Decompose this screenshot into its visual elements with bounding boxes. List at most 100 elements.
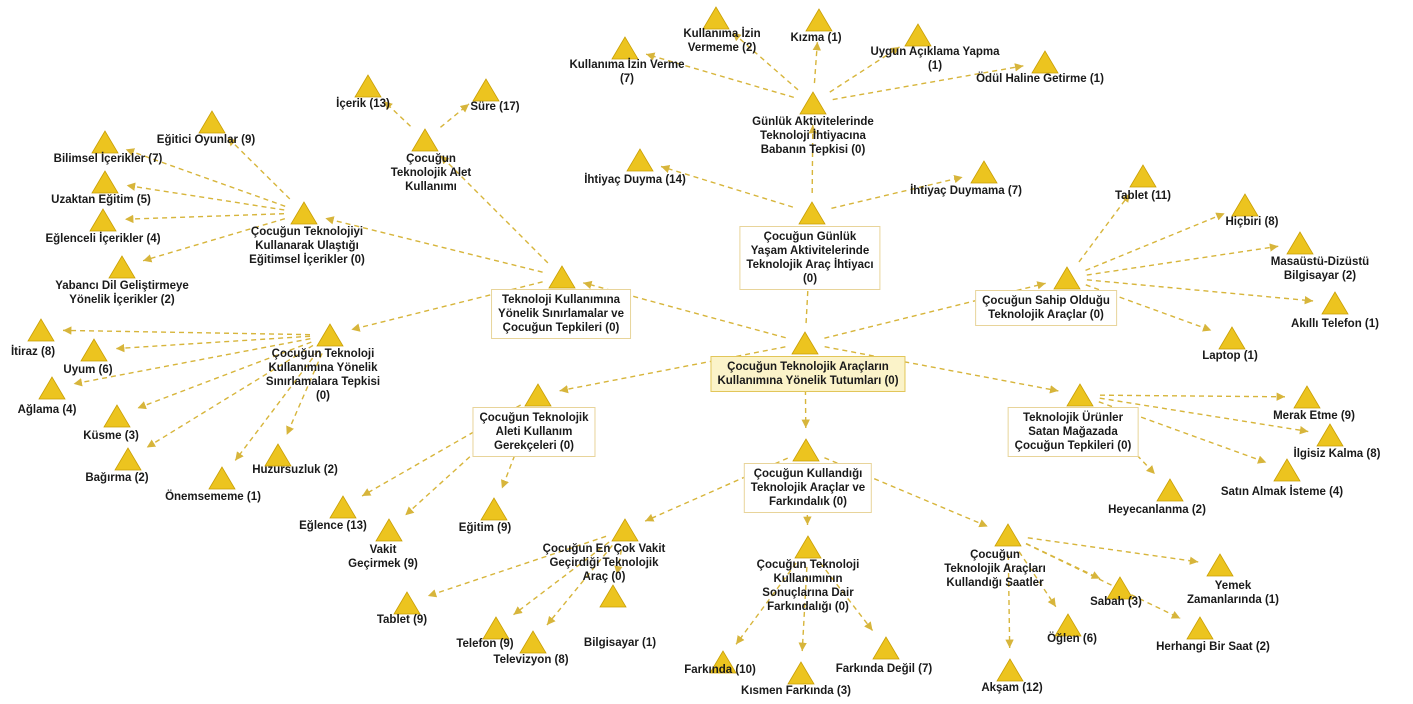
node-label-izin_verme: Kullanıma İzin Verme (7) <box>569 59 685 85</box>
node-triangle-icon <box>103 404 131 428</box>
node-triangle-icon <box>1273 458 1301 482</box>
node-triangle-icon <box>1106 576 1134 600</box>
edge-encok-to-televizyon <box>546 545 613 626</box>
node-label-kismen: Kısmen Farkında (3) <box>741 685 851 697</box>
node-triangle-icon <box>264 443 292 467</box>
node-triangle-icon <box>1286 231 1314 255</box>
node-label-aglama: Ağlama (4) <box>17 404 77 416</box>
node-label-ihtiyac_duyma: İhtiyaç Duyma (14) <box>584 174 686 186</box>
node-triangle-icon <box>599 584 627 608</box>
node-triangle-icon <box>114 447 142 471</box>
node-triangle-icon <box>108 255 136 279</box>
node-triangle-icon <box>548 265 576 289</box>
edge-magaza-to-ilgisiz <box>1099 397 1309 435</box>
node-triangle-icon <box>626 148 654 172</box>
node-triangle-icon <box>198 110 226 134</box>
edge-sahip-to-masaustu <box>1086 243 1279 276</box>
node-label-saatler: Çocuğun Teknolojik Araçları Kullandığı S… <box>944 549 1046 589</box>
node-label-farkinda: Farkında (10) <box>684 664 756 676</box>
node-triangle-icon <box>316 323 344 347</box>
node-label-gunluk: Çocuğun Günlük Yaşam Aktivitelerinde Tek… <box>739 226 881 290</box>
node-triangle-icon <box>472 78 500 102</box>
node-triangle-icon <box>1031 50 1059 74</box>
edge-sinirlama_tepki-to-uyum <box>115 335 311 353</box>
node-triangle-icon <box>794 535 822 559</box>
node-label-yabanci: Yabancı Dil Geliştirmeye Yönelik İçerikl… <box>55 280 189 306</box>
node-label-bilgisayar: Bilgisayar (1) <box>583 637 657 649</box>
edge-sinirlama-to-sinirlama_tepki <box>351 281 543 332</box>
node-triangle-icon <box>791 331 819 355</box>
edge-sinirlama_tepki-to-itiraz <box>62 326 311 336</box>
node-label-heyecan: Heyecanlanma (2) <box>1108 504 1206 516</box>
node-label-encok: Çocuğun En Çok Vakit Geçirdiği Teknoloji… <box>542 543 666 583</box>
edge-sinirlama_tepki-to-bagirma <box>146 344 314 449</box>
edge-sahip-to-tablet11 <box>1078 193 1131 263</box>
node-label-sahip: Çocuğun Sahip Olduğu Teknolojik Araçlar … <box>975 290 1117 326</box>
node-label-laptop: Laptop (1) <box>1202 350 1258 362</box>
node-triangle-icon <box>393 591 421 615</box>
node-label-izin_vermeme: Kullanıma İzin Vermeme (2) <box>683 28 761 54</box>
node-triangle-icon <box>91 170 119 194</box>
node-triangle-icon <box>411 128 439 152</box>
node-triangle-icon <box>1231 193 1259 217</box>
node-label-egitimsel: Çocuğun Teknolojiyi Kullanarak Ulaştığı … <box>249 226 365 266</box>
node-triangle-icon <box>91 130 119 154</box>
edge-gunluk-to-ihtiyac_duyma <box>660 164 794 208</box>
edge-alet-to-sure <box>440 103 470 128</box>
node-label-odul: Ödül Haline Getirme (1) <box>976 73 1104 85</box>
edge-encok-to-telefon <box>513 541 610 616</box>
edge-saatler-to-herhangi <box>1025 543 1181 620</box>
node-label-yemek: Yemek Zamanlarında (1) <box>1186 580 1280 606</box>
node-label-egitici: Eğitici Oyunlar (9) <box>156 134 256 146</box>
edge-root-to-magaza <box>824 346 1059 394</box>
node-label-tablet11: Tablet (11) <box>1114 190 1172 202</box>
node-label-eglence: Eğlence (13) <box>299 520 367 532</box>
edge-gunluk-to-ihtiyac_duymama <box>831 174 963 210</box>
node-label-uygun: Uygun Açıklama Yapma (1) <box>870 46 1000 72</box>
node-label-itiraz: İtiraz (8) <box>10 346 56 358</box>
node-label-icerik: İçerik (13) <box>336 98 390 110</box>
edge-encok-to-tablet9 <box>427 535 607 598</box>
node-label-huzursuzluk: Huzursuzluk (2) <box>252 464 338 476</box>
node-triangle-icon <box>970 160 998 184</box>
node-label-farkindalik: Çocuğun Kullandığı Teknolojik Araçlar ve… <box>743 463 873 513</box>
node-triangle-icon <box>1066 383 1094 407</box>
edge-babanin-to-kizma <box>812 41 821 84</box>
node-triangle-icon <box>787 661 815 685</box>
node-label-televizyon: Televizyon (8) <box>493 654 569 666</box>
edge-sahip-to-hicbiri <box>1085 212 1225 272</box>
node-triangle-icon <box>354 74 382 98</box>
edge-sinirlama_tepki-to-kusme <box>137 341 312 410</box>
node-triangle-icon <box>519 630 547 654</box>
node-label-merak: Merak Etme (9) <box>1273 410 1355 422</box>
node-label-aksam: Akşam (12) <box>981 682 1043 694</box>
node-triangle-icon <box>904 23 932 47</box>
node-label-ihtiyac_duymama: İhtiyaç Duymama (7) <box>910 185 1022 197</box>
edge-root-to-gerekce <box>559 346 786 394</box>
node-label-sinirlama: Teknoloji Kullanımına Yönelik Sınırlamal… <box>491 289 631 339</box>
node-triangle-icon <box>1316 423 1344 447</box>
edge-gunluk-to-babanin <box>808 124 817 194</box>
node-triangle-icon <box>1129 164 1157 188</box>
edge-babanin-to-uygun <box>829 46 900 93</box>
node-label-gerekce: Çocuğun Teknolojik Aleti Kullanım Gerekç… <box>472 407 596 457</box>
node-triangle-icon <box>994 523 1022 547</box>
node-triangle-icon <box>996 658 1024 682</box>
node-triangle-icon <box>792 438 820 462</box>
node-label-bagirma: Bağırma (2) <box>85 472 149 484</box>
node-label-onemsememe: Önemsememe (1) <box>165 491 261 503</box>
node-label-sabah: Sabah (3) <box>1090 596 1142 608</box>
edge-babanin-to-izin_verme <box>645 52 795 99</box>
edge-babanin-to-izin_vermeme <box>732 31 799 91</box>
node-triangle-icon <box>1053 266 1081 290</box>
node-label-sonuclar: Çocuğun Teknoloji Kullanımının Sonuçları… <box>756 559 860 613</box>
node-label-egitim: Eğitim (9) <box>458 522 512 534</box>
node-label-masaustu: Masaüstü-Dizüstü Bilgisayar (2) <box>1270 256 1370 282</box>
node-label-uyum: Uyum (6) <box>63 364 113 376</box>
node-triangle-icon <box>1054 613 1082 637</box>
node-triangle-icon <box>1206 553 1234 577</box>
node-triangle-icon <box>375 518 403 542</box>
node-triangle-icon <box>290 201 318 225</box>
edge-sinirlama-to-egitimsel <box>325 216 543 273</box>
node-label-sinirlama_tepki: Çocuğun Teknoloji Kullanımına Yönelik Sı… <box>265 348 381 402</box>
